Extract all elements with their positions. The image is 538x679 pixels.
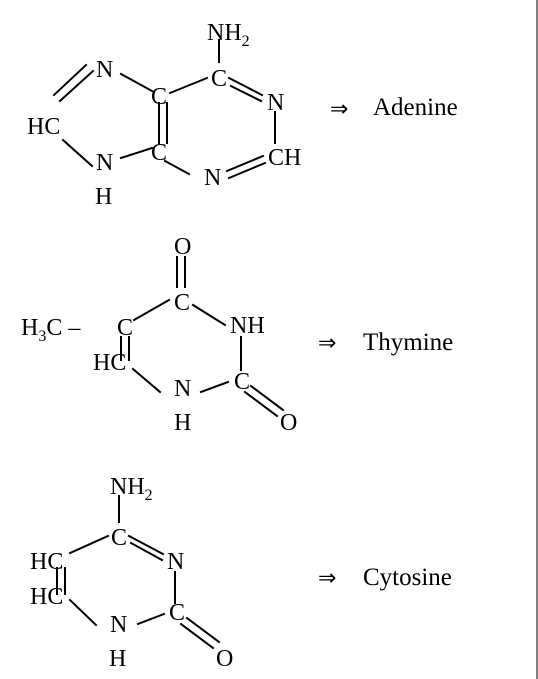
cytosine-atom-n-right: N bbox=[167, 549, 184, 575]
adenine-structure: NH2 C N CH N C C N HC N H bbox=[27, 20, 301, 210]
cytosine-atom-c-right: C bbox=[169, 600, 185, 626]
adenine-arrow: ⇒ bbox=[330, 97, 348, 122]
adenine-label: Adenine bbox=[373, 94, 458, 121]
cytosine-atom-n-bottom: N bbox=[110, 612, 127, 638]
adenine-atom-n-lower-left: N bbox=[96, 150, 113, 176]
thymine-atom-o-right: O bbox=[280, 410, 297, 436]
adenine-atom-n-bottom: N bbox=[204, 165, 221, 191]
thymine-methyl-group: H3C – bbox=[21, 315, 81, 345]
cytosine-amino-group: NH2 bbox=[110, 474, 153, 504]
adenine-bonds bbox=[52, 39, 276, 180]
thymine-atom-c-left: C bbox=[117, 315, 133, 341]
thymine-atom-c-top: C bbox=[174, 290, 190, 316]
adenine-atom-c-top: C bbox=[211, 66, 227, 92]
adenine-atom-h: H bbox=[95, 184, 112, 210]
adenine-atom-ch: CH bbox=[268, 145, 301, 171]
cytosine-atom-hc-lower: HC bbox=[30, 584, 63, 610]
thymine-atom-nh: NH bbox=[230, 313, 265, 339]
thymine-atom-n-bottom: N bbox=[174, 376, 191, 402]
adenine-atom-c-mid: C bbox=[151, 84, 167, 110]
cytosine-arrow: ⇒ bbox=[318, 566, 336, 591]
thymine-arrow: ⇒ bbox=[318, 331, 336, 356]
cytosine-atom-h: H bbox=[109, 646, 126, 672]
cytosine-bonds bbox=[56, 495, 221, 650]
adenine-atom-hc: HC bbox=[27, 114, 60, 140]
adenine-atom-n-right: N bbox=[267, 90, 284, 116]
thymine-atom-hc: HC bbox=[93, 350, 126, 376]
adenine-atom-n-upper-left: N bbox=[96, 57, 113, 83]
cytosine-atom-o-right: O bbox=[216, 646, 233, 672]
thymine-bonds bbox=[120, 256, 285, 418]
thymine-atom-c-right: C bbox=[234, 369, 250, 395]
cytosine-label: Cytosine bbox=[363, 564, 452, 591]
cytosine-atom-c-top: C bbox=[111, 525, 127, 551]
thymine-atom-o-top: O bbox=[174, 234, 191, 260]
adenine-atom-c-bottom: C bbox=[151, 140, 167, 166]
adenine-amino-group: NH2 bbox=[207, 20, 250, 50]
thymine-label: Thymine bbox=[363, 329, 453, 356]
cytosine-atom-hc-upper: HC bbox=[30, 549, 63, 575]
cytosine-structure: NH2 C N C O N H HC HC bbox=[30, 474, 233, 672]
thymine-atom-h: H bbox=[174, 410, 191, 436]
thymine-structure: O C NH C O N H HC C H3C – bbox=[21, 234, 297, 436]
